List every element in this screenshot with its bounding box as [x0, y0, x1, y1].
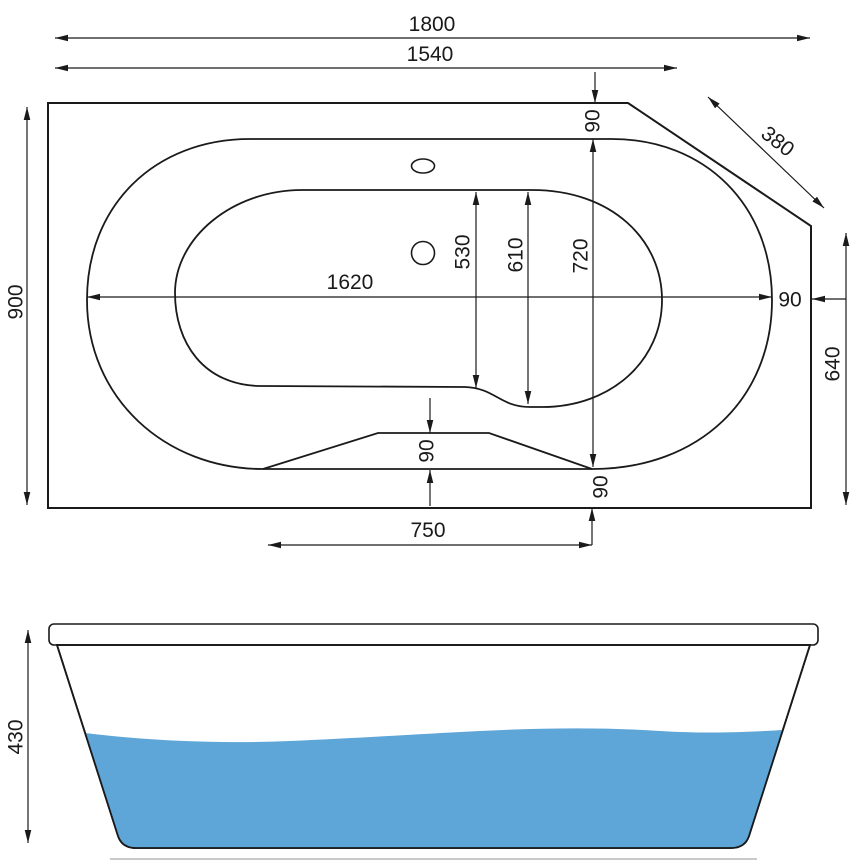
dim-step-depth: 90: [415, 398, 438, 506]
dim-basin-length: 1620: [87, 271, 772, 301]
dim-label-90-bottom: 90: [589, 475, 612, 498]
dim-label-750: 750: [410, 519, 445, 542]
dim-rim-width-right: 90: [778, 288, 846, 311]
dim-right-edge-length: 640: [821, 233, 850, 505]
dim-step-length: 750: [268, 519, 592, 549]
side-view: 430: [4, 623, 819, 860]
dim-rim-width-bottom: 90: [588, 475, 612, 545]
basin-outline: [174, 189, 663, 408]
dim-label-1540: 1540: [407, 43, 454, 66]
tub-rim-lip: [48, 623, 819, 646]
dim-label-430: 430: [4, 719, 27, 754]
tub-outer-edge: [47, 102, 812, 509]
drain-hole-icon: [410, 240, 436, 266]
dim-line-380: [707, 96, 825, 209]
overflow-hole-icon: [410, 158, 436, 174]
dim-label-1620: 1620: [327, 271, 374, 294]
dim-overall-width: 900: [4, 107, 31, 505]
dim-label-90-right: 90: [778, 288, 801, 311]
dim-label-1800: 1800: [409, 13, 456, 36]
apron-step-line: [262, 432, 593, 470]
dim-label-900: 900: [4, 284, 27, 319]
dim-label-530: 530: [451, 234, 474, 269]
dim-height: 430: [4, 630, 32, 843]
dim-chamfer-width: 380: [707, 96, 825, 209]
dim-label-720: 720: [569, 238, 592, 273]
dim-basin-width-mid: 610: [504, 192, 532, 404]
dim-length-to-chamfer: 1540: [55, 43, 677, 72]
dim-label-90-top: 90: [581, 109, 604, 132]
dim-overall-length: 1800: [55, 13, 810, 42]
dim-label-90-step: 90: [415, 439, 438, 462]
dim-basin-width-right: 720: [569, 139, 597, 467]
plan-view: 1800 1540 900 380 90 1620 530 61: [4, 13, 850, 549]
tub-body-outline: [55, 644, 812, 849]
dim-rim-width-top: 90: [581, 72, 604, 133]
dim-label-610: 610: [504, 237, 527, 272]
water-fill: [85, 728, 783, 848]
dim-basin-width-left: 530: [451, 192, 480, 388]
dim-label-380: 380: [757, 122, 799, 162]
dim-label-640: 640: [821, 346, 844, 381]
